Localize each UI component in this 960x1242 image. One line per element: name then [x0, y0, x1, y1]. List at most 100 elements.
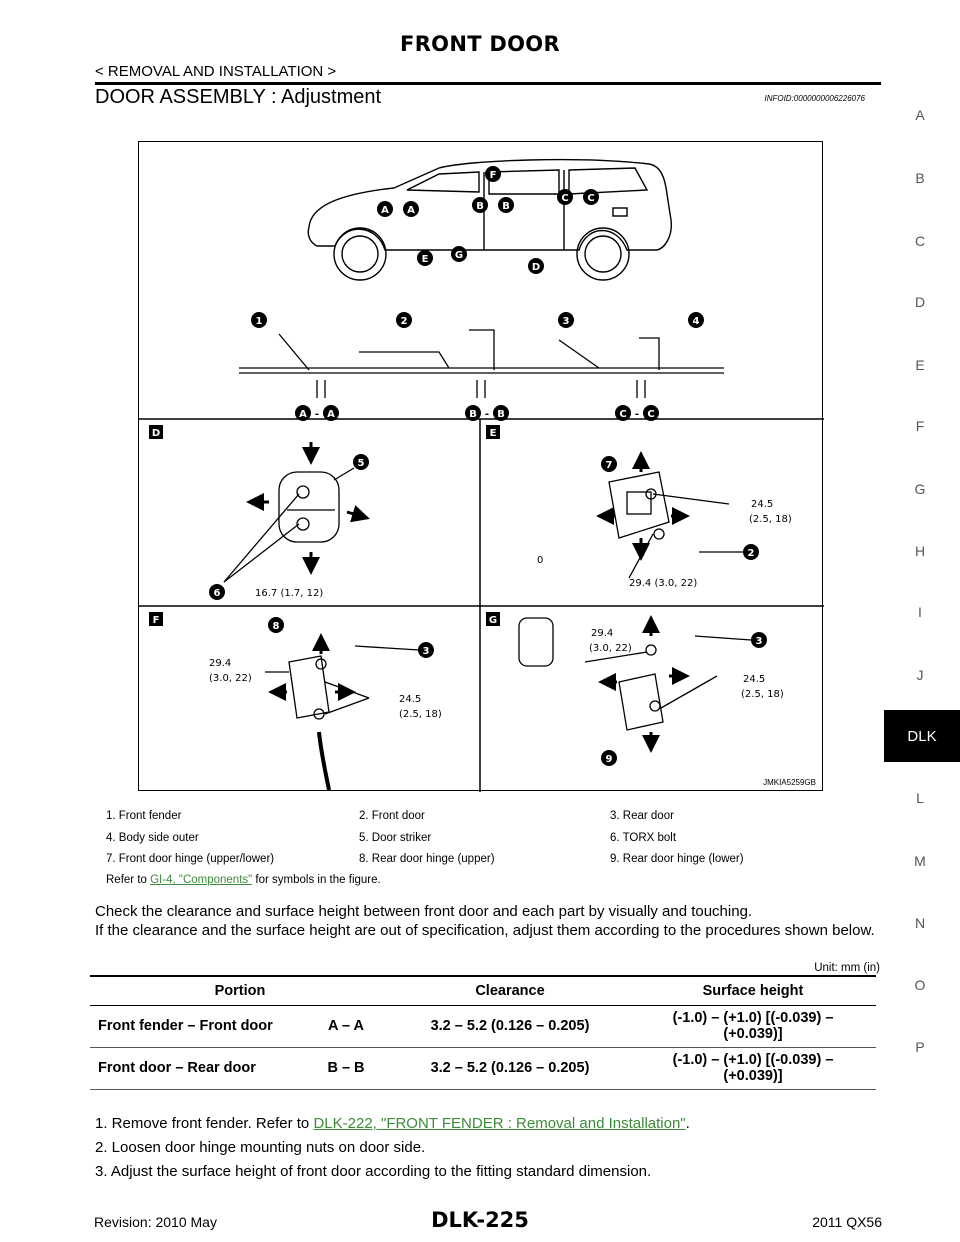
- side-index-d[interactable]: D: [914, 294, 926, 310]
- row-2-surface: (-1.0) – (+1.0) [(-0.039) –(+0.039)]: [630, 1047, 876, 1090]
- row-1-surface-line-2: (+0.039)]: [723, 1026, 783, 1042]
- torque-f-right-value: 24.5: [399, 694, 421, 705]
- letter-d: D: [532, 262, 540, 273]
- side-index-p[interactable]: P: [915, 1039, 925, 1055]
- table-header-row: Portion Clearance Surface height: [90, 975, 876, 1006]
- row-1-section: A – A: [302, 1005, 390, 1048]
- side-index-i[interactable]: I: [918, 604, 922, 620]
- side-index-b[interactable]: B: [915, 170, 925, 186]
- side-index-h[interactable]: H: [914, 543, 926, 559]
- step-1-suffix: .: [685, 1115, 690, 1132]
- step-2: 2. Loosen door hinge mounting nuts on do…: [95, 1139, 426, 1156]
- legend-item-4: 4. Body side outer: [106, 832, 199, 844]
- legend-item-1: 1. Front fender: [106, 810, 182, 822]
- side-index-c[interactable]: C: [914, 233, 926, 249]
- refer-prefix: Refer to: [106, 874, 151, 886]
- torque-g-upper-value: 29.4: [591, 628, 613, 639]
- side-index-l[interactable]: L: [916, 790, 924, 806]
- row-1-surface: (-1.0) – (+1.0) [(-0.039) –(+0.039)]: [630, 1005, 876, 1048]
- step-1: 1. Remove front fender. Refer to DLK-222…: [95, 1115, 690, 1132]
- legend-item-8: 8. Rear door hinge (upper): [359, 853, 495, 865]
- footer-revision: Revision: 2010 May: [94, 1214, 217, 1230]
- torque-g-upper-sub: (3.0, 22): [589, 643, 632, 654]
- section-b-right: B: [497, 409, 505, 420]
- callout-8: 8: [273, 621, 280, 632]
- letter-e: E: [422, 254, 429, 265]
- callout-3: 3: [563, 316, 570, 327]
- table-row: Front door – Rear door B – B 3.2 – 5.2 (…: [90, 1047, 876, 1090]
- letter-f: F: [490, 170, 497, 181]
- spec-table: Portion Clearance Surface height Front f…: [90, 975, 876, 1090]
- header-rule: [95, 82, 881, 85]
- row-1-surface-line-1: (-1.0) – (+1.0) [(-0.039) –: [672, 1010, 834, 1026]
- section-a-right: A: [327, 409, 335, 420]
- row-2-clearance: 3.2 – 5.2 (0.126 – 0.205): [390, 1047, 630, 1090]
- vehicle-outline: [307, 158, 672, 281]
- row-2-section: B – B: [302, 1047, 390, 1090]
- torque-g-right-sub: (2.5, 18): [741, 689, 784, 700]
- section-a-left: A: [299, 409, 307, 420]
- panel-f-hinge: [265, 633, 420, 791]
- side-index-e[interactable]: E: [915, 357, 925, 373]
- side-index-f[interactable]: F: [915, 418, 925, 434]
- letter-a-1: A: [381, 205, 389, 216]
- legend-item-3: 3. Rear door: [610, 810, 674, 822]
- panel-d-striker: [223, 442, 370, 583]
- panel-g-label: G: [489, 615, 497, 626]
- unit-label: Unit: mm (in): [814, 962, 880, 974]
- callout-2: 2: [401, 316, 408, 327]
- paragraph-check: Check the clearance and surface height b…: [95, 903, 753, 920]
- paragraph-adjust: If the clearance and the surface height …: [95, 922, 875, 939]
- side-index-n[interactable]: N: [914, 915, 926, 931]
- section-profiles: [239, 329, 724, 398]
- torque-g-right-value: 24.5: [743, 674, 765, 685]
- figure-drawing: 1 2 3 4 5 6 7 8 9 2 3 3 A A B B C C F E …: [139, 158, 824, 792]
- section-b-left: B: [469, 409, 477, 420]
- side-index-a[interactable]: A: [915, 107, 925, 123]
- table-row: Front fender – Front door A – A 3.2 – 5.…: [90, 1005, 876, 1048]
- letter-g: G: [455, 250, 463, 261]
- step-1-text: 1. Remove front fender. Refer to: [95, 1115, 314, 1132]
- page-title: FRONT DOOR: [400, 32, 560, 56]
- row-1-clearance: 3.2 – 5.2 (0.126 – 0.205): [390, 1005, 630, 1048]
- letter-b-2: B: [502, 201, 510, 212]
- legend-item-6: 6. TORX bolt: [610, 832, 677, 844]
- row-2-surface-line-2: (+0.039)]: [723, 1068, 783, 1084]
- letter-b-1: B: [476, 201, 484, 212]
- letter-a-2: A: [407, 205, 415, 216]
- panel-f-label: F: [153, 615, 160, 626]
- components-link[interactable]: GI-4, "Components": [150, 874, 253, 886]
- step-3: 3. Adjust the surface height of front do…: [95, 1163, 652, 1180]
- panel-g-hinge: [518, 615, 752, 753]
- callout-3-panel-g: 3: [756, 636, 763, 647]
- side-index-g[interactable]: G: [914, 481, 926, 497]
- torque-f-left-sub: (3.0, 22): [209, 673, 252, 684]
- header-surface-height: Surface height: [630, 975, 876, 1006]
- legend-item-9: 9. Rear door hinge (lower): [610, 853, 744, 865]
- info-id: INFOID:0000000006226076: [764, 94, 865, 103]
- row-1-portion: Front fender – Front door: [90, 1005, 302, 1048]
- row-2-portion: Front door – Rear door: [90, 1047, 302, 1090]
- letter-c-2: C: [587, 193, 594, 204]
- legend-item-5: 5. Door striker: [359, 832, 432, 844]
- callout-6: 6: [214, 588, 221, 599]
- section-c-dash: -: [635, 409, 639, 420]
- section-letters: A A B B C C F E G D A - A B - B C - C D …: [149, 166, 659, 626]
- side-index-o[interactable]: O: [914, 977, 926, 993]
- letter-c-1: C: [561, 193, 568, 204]
- side-index-active-tab[interactable]: DLK: [884, 710, 960, 762]
- section-heading: DOOR ASSEMBLY : Adjustment: [95, 86, 382, 108]
- torque-d: 16.7 (1.7, 12): [255, 588, 323, 599]
- front-fender-link[interactable]: DLK-222, "FRONT FENDER : Removal and Ins…: [313, 1115, 686, 1132]
- header-portion: Portion: [90, 975, 390, 1006]
- callout-7: 7: [606, 460, 613, 471]
- torque-e-upper-value: 24.5: [751, 499, 773, 510]
- torque-f-right-sub: (2.5, 18): [399, 709, 442, 720]
- breadcrumb: < REMOVAL AND INSTALLATION >: [95, 63, 337, 80]
- callout-9: 9: [606, 754, 613, 765]
- callout-5: 5: [358, 458, 365, 469]
- panel-e-label: E: [490, 428, 497, 439]
- side-index-m[interactable]: M: [914, 853, 926, 869]
- torque-f-left-value: 29.4: [209, 658, 231, 669]
- side-index-j[interactable]: J: [916, 667, 924, 683]
